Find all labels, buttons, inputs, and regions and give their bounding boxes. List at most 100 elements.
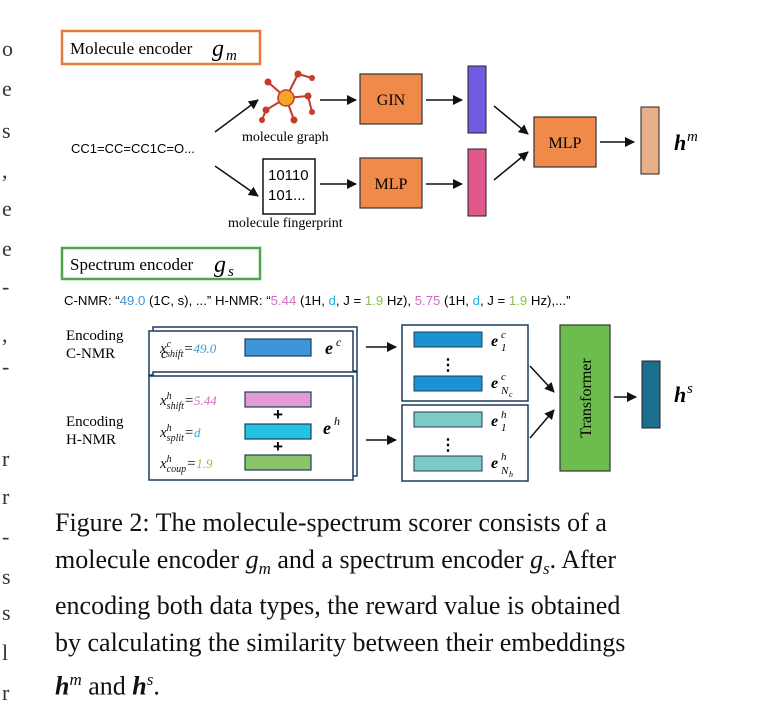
mlp-fingerprint-block: MLP (359, 157, 423, 209)
edge-glyph: - (2, 524, 10, 549)
gs-subscript: s (228, 264, 234, 280)
caption-line-4: by calculating the similarity between th… (55, 628, 626, 658)
plus-sign-1: + (273, 405, 283, 424)
hnmr-token-box: ⋮ e h 1 e h N h (401, 404, 529, 482)
plus-sign-2: + (273, 437, 283, 456)
hnmr-token-n (413, 455, 483, 472)
caption-line-2: molecule encoder gm and a spectrum encod… (55, 545, 617, 579)
edge-glyph: - (2, 354, 10, 379)
fingerprint-line1: 10110 (268, 167, 309, 184)
eh-symbol: e (323, 418, 331, 438)
cnmr-token-box: ⋮ e c 1 e c N c (401, 324, 529, 402)
enc-symbol: e (491, 375, 498, 392)
mlp-fusion-block: MLP (533, 116, 597, 168)
fingerprint-label: molecule fingerprint (228, 216, 343, 231)
edge-glyph: r (2, 446, 10, 471)
edge-glyph: o (2, 36, 13, 61)
arrow-smiles-graph (214, 99, 259, 133)
transformer-label: Transformer (578, 358, 595, 438)
caption-line-1: Figure 2: The molecule-spectrum scorer c… (55, 508, 607, 537)
hm-embedding-bar (640, 106, 660, 175)
enh-superscript: h (501, 451, 507, 463)
hm-symbol: h (674, 130, 686, 155)
encoding-cnmr-label-2: C-NMR (66, 346, 115, 362)
hnmr-coup-bar (244, 454, 312, 471)
hs-symbol: h (674, 382, 686, 407)
edge-glyph: s (2, 600, 11, 625)
molecule-graph-icon (259, 70, 315, 124)
hnmr-shift-bar (244, 391, 312, 408)
arrow-fp-mlp2 (493, 151, 529, 181)
enh-subscript: N (500, 465, 509, 477)
hnmr-split-bar (244, 423, 312, 440)
mlp-fingerprint-label: MLP (375, 176, 408, 193)
nmr-text-line: C-NMR: “49.0 (1C, s), ...” H-NMR: “5.44 … (64, 293, 571, 308)
smiles-string: CC1=CC=CC1C=O... (71, 141, 195, 156)
arrow-graph-mlp2 (493, 105, 529, 135)
mlp-fusion-label: MLP (549, 135, 582, 152)
enh-subsubscript: h (509, 470, 513, 479)
edge-glyph: l (2, 640, 9, 665)
gm-symbol: g (212, 36, 224, 62)
gin-label: GIN (377, 92, 406, 109)
edge-glyph: r (2, 484, 10, 509)
spectrum-encoder-label: Spectrum encoder g s (60, 246, 262, 281)
x-split-var: xhsplit=d (160, 423, 201, 444)
encoding-hnmr-label-2: H-NMR (66, 432, 116, 448)
gm-subscript: m (226, 48, 237, 64)
graph-embedding-bar (467, 65, 487, 134)
edge-glyph: s (2, 118, 11, 143)
molecule-graph-label: molecule graph (242, 130, 329, 145)
edge-glyph: , (2, 322, 8, 347)
caption-line-3: encoding both data types, the reward val… (55, 591, 621, 621)
cnmr-token-1 (413, 331, 483, 348)
edge-glyph: r (2, 680, 10, 705)
transformer-block: Transformer (559, 324, 611, 472)
e1h-superscript: h (501, 409, 507, 421)
enc-subsubscript: c (509, 390, 513, 399)
fingerprint-embedding-bar (467, 148, 487, 217)
x-coup-var: xhcoup=1.9 (160, 454, 213, 475)
hs-embedding-bar (641, 360, 661, 429)
enc-subscript: N (500, 385, 509, 397)
gs-symbol: g (214, 252, 226, 278)
e1c-superscript: c (501, 329, 506, 341)
e1h-subscript: 1 (501, 422, 507, 434)
ec-superscript: c (336, 335, 342, 349)
edge-glyph: e (2, 76, 12, 101)
edge-glyph: , (2, 158, 8, 183)
fingerprint-box: 10110 101... (262, 158, 316, 215)
hs-superscript: s (687, 381, 693, 397)
enh-symbol: e (491, 455, 498, 472)
e1c-symbol: e (491, 333, 498, 350)
x-shift-c-var: xcshift=49.0 (160, 339, 217, 360)
figure-caption: Figure 2: The molecule-spectrum scorer c… (55, 504, 725, 705)
spectrum-encoder-text: Spectrum encoder (70, 255, 194, 274)
hnmr-token-dots: ⋮ (440, 437, 456, 454)
cnmr-token-n (413, 375, 483, 392)
arrow-htokens-transformer (529, 409, 555, 439)
encoding-cnmr-label-1: Encoding (66, 328, 124, 344)
arrow-smiles-fingerprint (214, 165, 259, 197)
molecule-encoder-label: Molecule encoder g m (60, 29, 262, 66)
enc-superscript: c (501, 371, 506, 383)
left-edge-text: o e s , e e - , - r r - s s l r (0, 0, 20, 719)
eh-superscript: h (334, 414, 340, 428)
gin-block: GIN (359, 73, 423, 125)
cnmr-shift-bar (244, 338, 312, 357)
encoding-hnmr-label-1: Encoding (66, 414, 124, 430)
ec-symbol: e (325, 338, 333, 358)
edge-glyph: e (2, 236, 12, 261)
edge-glyph: s (2, 564, 11, 589)
hnmr-token-1 (413, 411, 483, 428)
edge-glyph: - (2, 274, 10, 299)
cnmr-token-dots: ⋮ (440, 357, 456, 374)
x-shift-h-var: xhshift=5.44 (160, 391, 217, 412)
e1c-subscript: 1 (501, 342, 507, 354)
fingerprint-line2: 101... (268, 187, 306, 204)
e1h-symbol: e (491, 413, 498, 430)
arrow-ctokens-transformer (529, 365, 555, 393)
x-shift-c: c (161, 347, 168, 362)
caption-line-5: hm and hs. (55, 670, 160, 701)
hm-superscript: m (687, 129, 698, 145)
